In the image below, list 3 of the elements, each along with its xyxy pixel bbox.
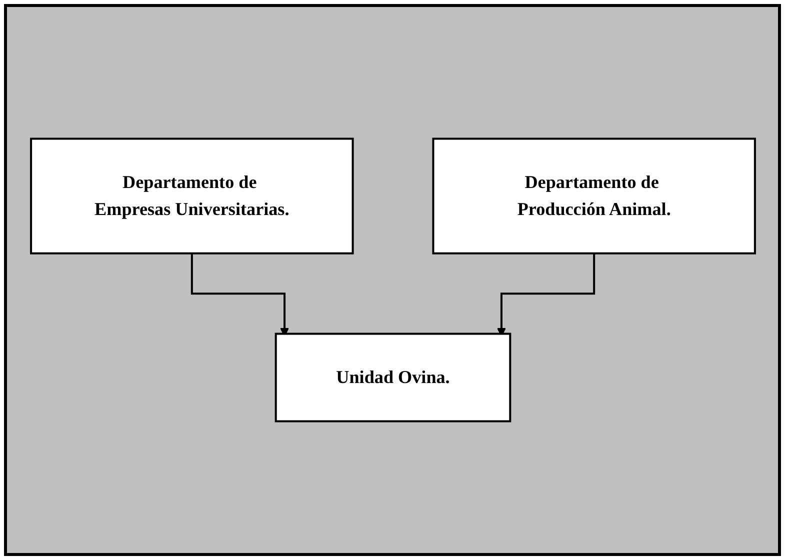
node-box: Departamento de Producción Animal. [432,138,756,254]
node-box: Departamento de Empresas Universitarias. [30,138,354,254]
node-box: Unidad Ovina. [274,332,511,422]
